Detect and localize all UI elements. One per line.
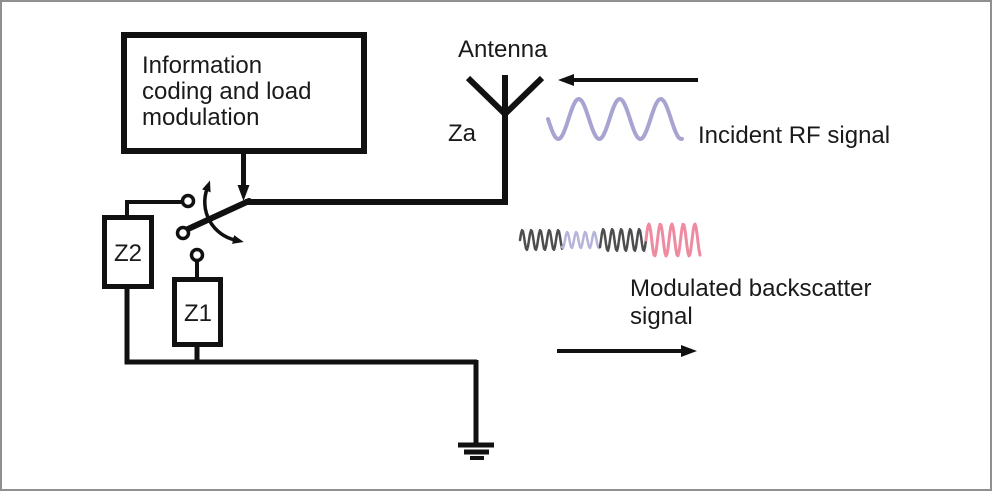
info-box-line2: coding and load	[142, 78, 311, 105]
switch-blade	[185, 198, 252, 232]
switch-toggle-arrow	[202, 180, 244, 244]
backscatter-label-line2: signal	[630, 303, 693, 330]
backscatter-wave-pink	[644, 222, 702, 258]
z2-box	[102, 215, 154, 289]
backscatter-wave-light	[560, 230, 602, 250]
switch-contact-z2	[180, 193, 196, 209]
backscatter-wave	[518, 222, 702, 258]
z2-label: Z2	[114, 240, 142, 267]
z1-label: Z1	[184, 300, 212, 327]
switch-contact-z1	[189, 247, 205, 263]
backscatter-wave-dark2	[598, 227, 648, 253]
z1-box	[172, 277, 223, 347]
antenna-label: Antenna	[458, 36, 548, 63]
info-box-line3: modulation	[142, 104, 259, 131]
incident-rf-wave	[546, 97, 684, 141]
backscatter-wave-dark1	[518, 228, 564, 252]
load-switch	[125, 180, 252, 263]
info-box-line1: Information	[142, 52, 262, 79]
switch-contact-pole	[175, 225, 191, 241]
z2-contact-wire	[125, 200, 182, 216]
antenna-branch-left	[465, 75, 508, 117]
antenna-branch-right	[502, 75, 545, 117]
incident-signal-label: Incident RF signal	[698, 122, 890, 149]
za-label: Za	[448, 120, 477, 147]
backscatter-label-line1: Modulated backscatter	[630, 275, 871, 302]
ground-symbol	[458, 442, 494, 460]
antenna-symbol	[465, 75, 545, 205]
